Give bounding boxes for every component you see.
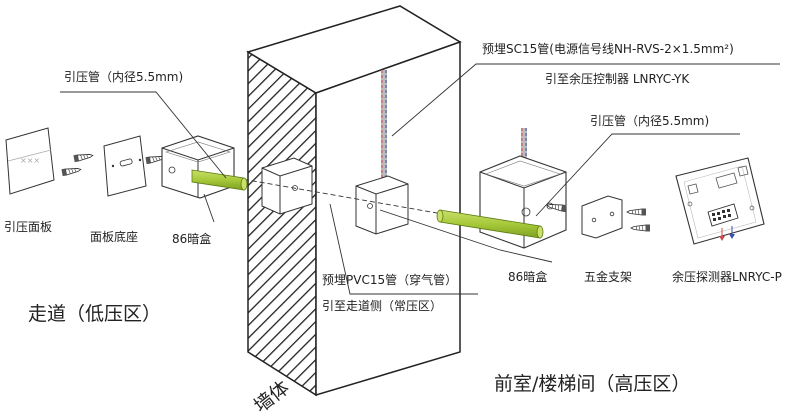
- screw-icon: [60, 165, 82, 177]
- label-detector: 余压探测器LNRYC-P: [672, 270, 782, 284]
- label-box-left: 86暗盒: [172, 232, 212, 246]
- wall-box-left: [261, 157, 313, 215]
- junction-box-left: [161, 135, 235, 199]
- label-bracket: 五金支架: [584, 270, 633, 284]
- pressure-pipe-right: [436, 209, 544, 239]
- label-pipe-left: 引压管（内径5.5mm): [64, 70, 184, 84]
- label-panel-base: 面板底座: [90, 230, 139, 244]
- screw-icon: [630, 224, 651, 232]
- label-pvc-line1: 预埋PVC15管（穿气管）: [322, 273, 458, 287]
- label-corridor: 走道（低压区）: [28, 303, 162, 325]
- pvc15-conduit: [235, 177, 501, 225]
- label-pvc-line2: 引至走道侧（常压区）: [322, 299, 443, 313]
- label-box-right: 86暗盒: [508, 270, 548, 284]
- pressure-panel: ×××: [5, 127, 55, 195]
- label-sc15-line1: 预埋SC15管(电源信号线NH-RVS-2×1.5mm²): [482, 42, 734, 56]
- label-sc15-line2: 引至余压控制器 LNRYC-YK: [545, 72, 690, 86]
- label-panel: 引压面板: [4, 220, 53, 234]
- label-front-room: 前室/楼梯间（高压区）: [494, 373, 691, 395]
- pressure-pipe-left: [191, 169, 248, 191]
- leader-lines: [60, 63, 780, 295]
- screw-icon: [626, 208, 647, 216]
- label-pipe-right: 引压管（内径5.5mm): [590, 114, 710, 128]
- screw-icon: [72, 151, 94, 163]
- wall-box-center: [355, 175, 409, 235]
- x-mark-icon: ×××: [20, 156, 40, 165]
- pressure-detector: [675, 157, 765, 245]
- panel-base: [103, 135, 147, 197]
- hardware-bracket: [581, 195, 623, 239]
